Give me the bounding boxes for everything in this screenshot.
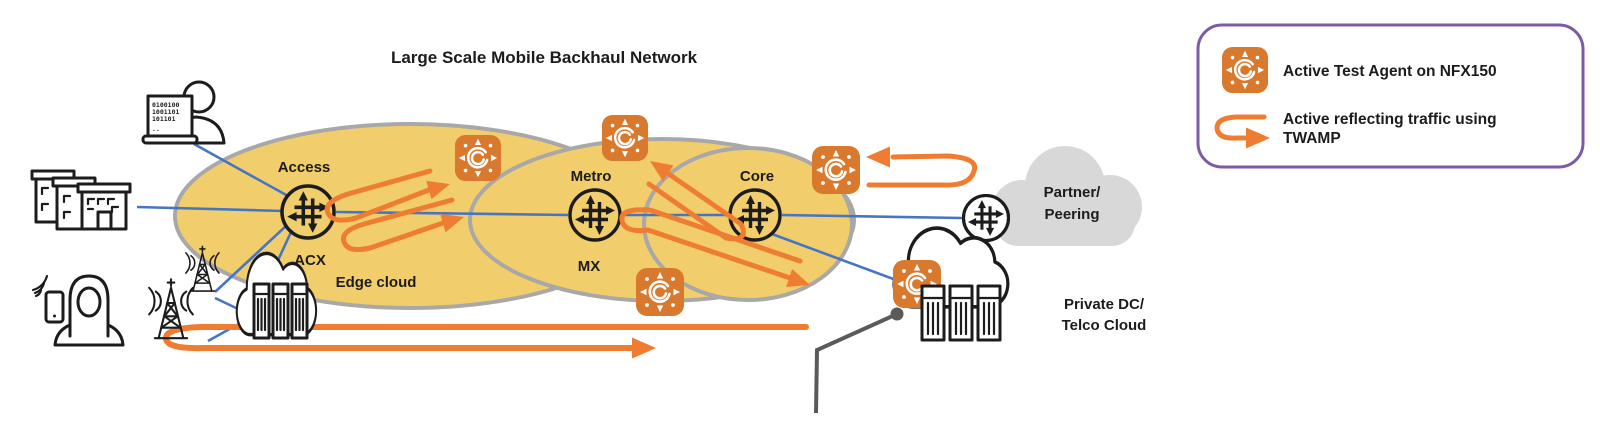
private-dc-label-line1: Private DC/ bbox=[1064, 296, 1145, 313]
partner-peering-cloud bbox=[992, 146, 1142, 246]
laptop-user: 0100100 1001101 101101 .. bbox=[141, 80, 226, 145]
link-buildings-access bbox=[136, 205, 284, 213]
twamp-arrow-core-agent bbox=[866, 146, 978, 188]
partner-peering-label-line1: Partner/ bbox=[1044, 184, 1102, 201]
partner-router bbox=[961, 193, 1011, 243]
test-agent-core bbox=[810, 144, 862, 196]
twamp-arrow-access-upper bbox=[324, 168, 450, 223]
cell-tower-2 bbox=[148, 278, 194, 340]
legend-item2-line2: TWAMP bbox=[1283, 130, 1341, 147]
partner-peering-label-line2: Peering bbox=[1044, 206, 1099, 223]
twamp-arrow-dc bbox=[619, 207, 810, 288]
metro-label: Metro bbox=[571, 168, 612, 185]
legend: Active Test Agent on NFX150 Active refle… bbox=[1196, 23, 1585, 169]
twamp-arrow-legend-icon bbox=[1214, 114, 1270, 149]
server-rack bbox=[271, 282, 290, 340]
link-core-partner bbox=[781, 213, 963, 220]
laptop-screen-line1: 0100100 bbox=[152, 101, 179, 109]
wifi-waves-icon bbox=[31, 274, 49, 298]
link-tower1-access bbox=[214, 225, 287, 293]
office-buildings bbox=[30, 169, 132, 231]
core-label: Core bbox=[740, 168, 774, 185]
link-core-dc bbox=[771, 232, 897, 282]
test-agent-legend-icon bbox=[1220, 45, 1270, 95]
laptop-screen-line2: 1001101 bbox=[152, 108, 179, 116]
server-rack bbox=[948, 284, 974, 342]
test-agent-access bbox=[453, 133, 503, 183]
legend-item1-label: Active Test Agent on NFX150 bbox=[1283, 63, 1497, 80]
edge-cloud-label: Edge cloud bbox=[336, 274, 417, 291]
mx-label: MX bbox=[578, 258, 601, 275]
dc-server-racks bbox=[920, 284, 1002, 342]
legend-box bbox=[1196, 23, 1585, 169]
access-label: Access bbox=[278, 159, 331, 176]
legend-item2-line1: Active reflecting traffic using bbox=[1283, 111, 1497, 128]
private-dc-label-line2: Telco Cloud bbox=[1062, 317, 1147, 334]
test-agent-mx-south bbox=[634, 266, 686, 318]
acx-label: ACX bbox=[294, 252, 326, 269]
server-rack bbox=[976, 284, 1002, 342]
server-rack bbox=[252, 282, 271, 340]
laptop-screen-dots: .. bbox=[152, 125, 160, 133]
edge-cloud bbox=[235, 251, 318, 340]
server-rack bbox=[920, 284, 946, 342]
laptop-screen-line3: 101101 bbox=[152, 115, 176, 123]
diagram-title: Large Scale Mobile Backhaul Network bbox=[391, 48, 698, 67]
twamp-arrow-access-lower bbox=[340, 197, 464, 252]
test-agent-metro bbox=[600, 113, 650, 163]
callout-line bbox=[814, 307, 904, 414]
building bbox=[76, 182, 132, 231]
cell-tower-1 bbox=[185, 245, 220, 292]
mobile-user bbox=[31, 274, 125, 347]
link-laptop-access bbox=[193, 142, 289, 198]
server-rack bbox=[290, 282, 309, 340]
